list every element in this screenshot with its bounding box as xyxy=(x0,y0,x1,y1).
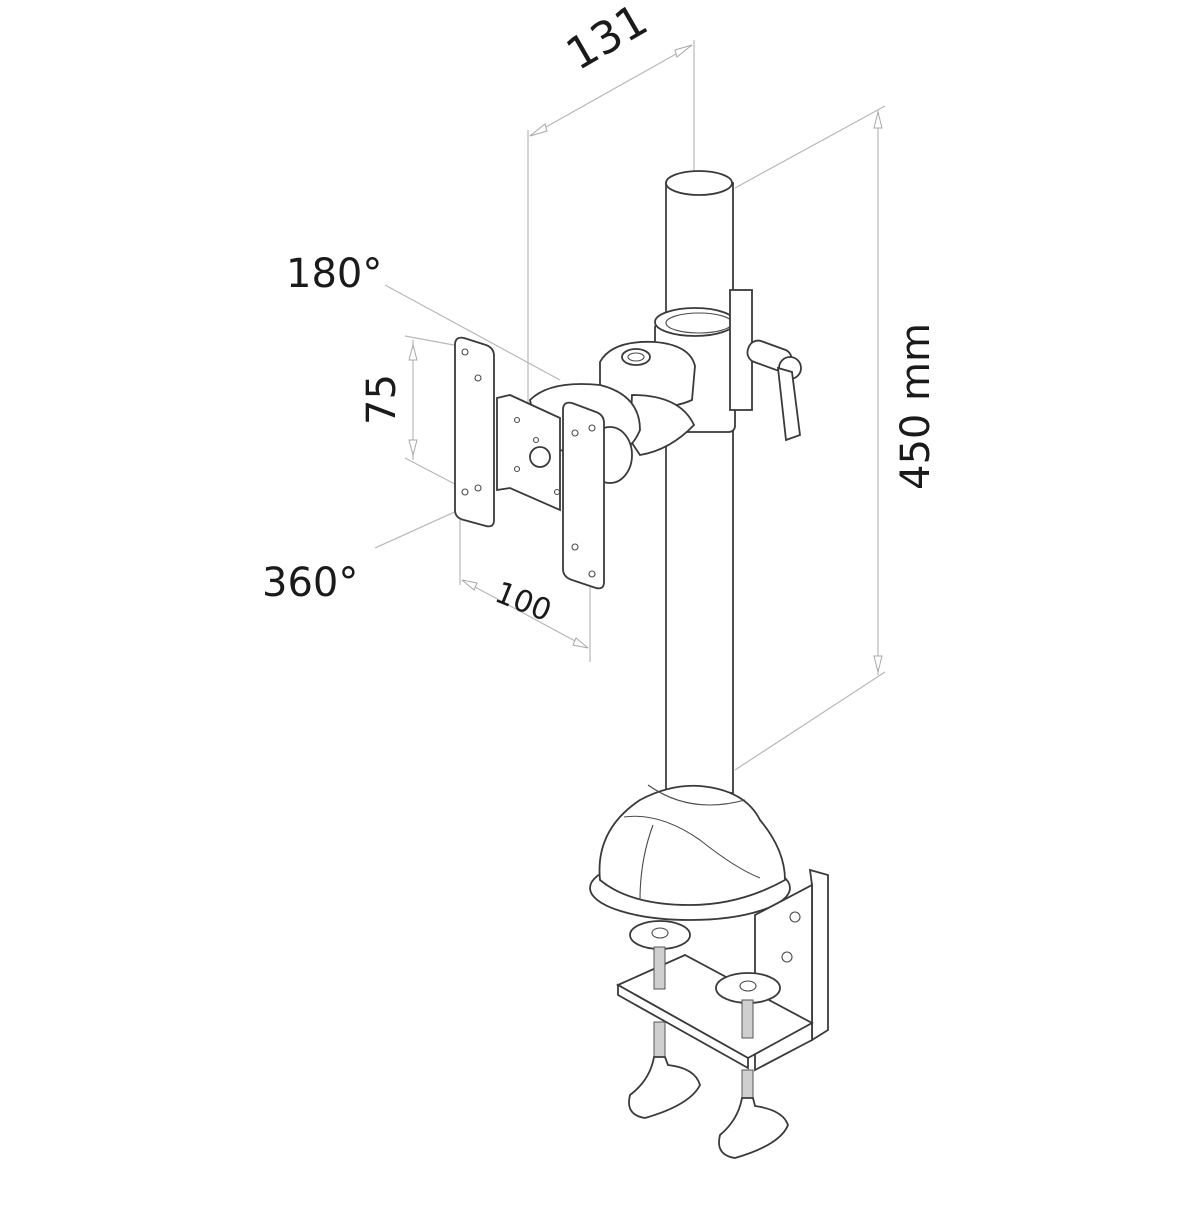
vesa-plate-rear xyxy=(454,336,495,528)
pole xyxy=(665,170,734,794)
dimension-100-lines xyxy=(459,520,591,662)
dimension-450-lines xyxy=(734,105,886,771)
vesa-bracket xyxy=(496,394,561,512)
vesa-plate-front xyxy=(562,401,605,590)
dimension-131-lines xyxy=(527,40,695,450)
desk-clamp xyxy=(616,868,829,1072)
clamp-screw-left xyxy=(628,920,701,1119)
angle-leader-lines xyxy=(374,284,561,549)
dimension-label-vesa-height: 75 xyxy=(359,374,405,425)
angle-label-rotation: 360° xyxy=(262,560,359,606)
dimension-label-pole-height: 450 mm xyxy=(893,323,939,490)
base-dome xyxy=(589,784,791,921)
angle-label-tilt: 180° xyxy=(286,251,383,297)
clamp-screw-right xyxy=(715,972,789,1159)
